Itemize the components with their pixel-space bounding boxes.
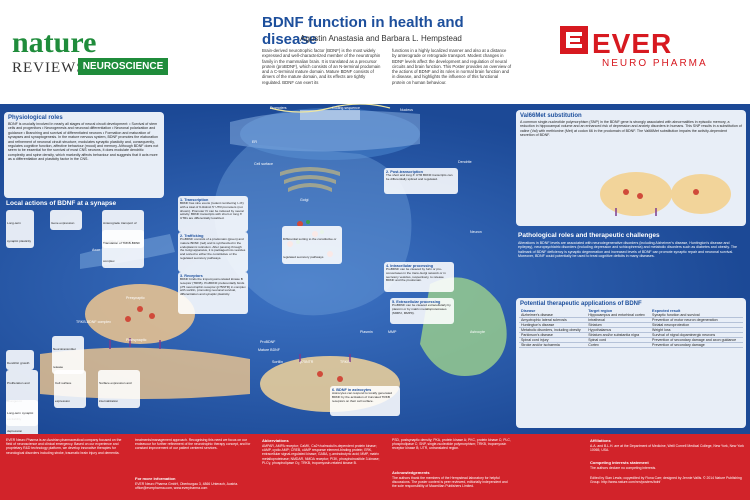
footer-affil-title: Affiliations	[590, 438, 611, 443]
label-neuron: Neuron	[470, 230, 482, 234]
footer-more-info: EVER Neuro Pharma GmbH, Oberburgau 3, 48…	[135, 482, 239, 491]
footer-edited: Edited by Sian Lewis; copyedited by Fion…	[590, 476, 742, 485]
ever-logo-icon	[560, 26, 588, 54]
label-probdnf: ProBDNF	[260, 340, 276, 344]
footer-more-info-title: For more information	[135, 476, 176, 481]
label-sortilin: Sortilin	[272, 360, 283, 364]
footer-competing-title: Competing interests statement	[590, 460, 649, 465]
label-plasmin: Plasmin	[360, 330, 373, 334]
ever-logo-subtitle: NEURO PHARMA	[602, 58, 708, 69]
ever-logo-text: EVER	[592, 28, 673, 59]
therapeutic-box: Potential therapeutic applications of BD…	[516, 298, 746, 428]
label-mmp: MMP	[388, 330, 397, 334]
label-coding-sequence: Coding sequence	[332, 106, 360, 110]
label-dendritic-growth: Dendritic growth	[6, 350, 34, 370]
footer-abbrev: AMPAR, AMPA receptor; CaMK, Ca2+/calmodu…	[262, 444, 380, 465]
poster-authors: Agustin Anastasia and Barbara L. Hempste…	[300, 34, 462, 43]
label-dendrite: Dendrite	[458, 160, 472, 164]
physiological-roles-title: Physiological roles	[8, 115, 63, 121]
label-axon: Axon	[92, 248, 101, 252]
table-header-cell: Disease	[521, 309, 536, 313]
local-actions-labels: Long-term synaptic plasticity Gene expre…	[6, 210, 156, 438]
neuroscience-badge: NEUROSCIENCE	[78, 58, 168, 75]
table-header-cell: Target region	[588, 309, 613, 313]
label-differential-sorting: Differential sorting to the constitutive…	[282, 226, 342, 264]
label-surface-internalization: Surface expression and internalization	[98, 370, 140, 408]
val66met-box: Val66Met substitution A common single-nu…	[516, 110, 746, 226]
table-header-cell: Expected result	[652, 309, 681, 313]
intro-text-right: functions in a highly localized manner a…	[392, 48, 512, 85]
pathological-text: Alterations in BDNF levels are associate…	[518, 241, 738, 259]
label-gene-expression: Gene expression	[50, 210, 82, 230]
local-actions-title: Local actions of BDNF at a synapse	[6, 200, 117, 207]
footer-affil: A.A. and B.L.H. are at the Department of…	[590, 444, 744, 453]
footer-abbrev-2: PSD, postsynaptic density; PKA, protein …	[392, 438, 511, 451]
table-header-row: Disease Target region Expected result	[519, 309, 743, 313]
label-mature-bdnf: Mature BDNF	[258, 348, 280, 352]
label-presynaptic: Presynaptic	[126, 296, 145, 300]
label-cell-surface: Cell surface	[254, 162, 273, 166]
label-trkb: TRKB	[340, 360, 350, 364]
footer-ever-text-2: treatments/management approach. Recognis…	[135, 438, 251, 451]
pathological-title: Pathological roles and therapeutic chall…	[518, 232, 660, 239]
label-neurotransmitter-release: Neurotransmitter release	[52, 336, 84, 374]
footer-abbrev-title: Abbreviations	[262, 438, 289, 443]
val66met-text: A common single-nucleotide polymorphism …	[520, 120, 742, 138]
footer-ack: The authors thank the members of the Hem…	[392, 476, 508, 489]
label-trkb-bdnf-complex: TRKB-BDNF complex	[76, 320, 111, 324]
therapeutic-table: Disease Target region Expected result Al…	[519, 309, 743, 348]
label-nucleus: Nucleus	[400, 108, 413, 112]
physiological-roles-box: Physiological roles BDNF is crucially in…	[4, 112, 164, 198]
label-astrocyte: Astrocyte	[470, 330, 485, 334]
label-promoters: Promoters	[270, 106, 287, 110]
label-er: ER	[252, 140, 257, 144]
therapeutic-title: Potential therapeutic applications of BD…	[520, 301, 642, 307]
footer-bar	[0, 434, 750, 500]
label-postsynaptic: Postsynaptic	[126, 338, 147, 342]
physiological-roles-text: BDNF is crucially involved in nearly all…	[8, 122, 159, 162]
footer-ack-title: Acknowledgements	[392, 470, 430, 475]
label-cell-surface-expression: Cell surface expression	[54, 370, 86, 408]
reviews-logo-word: REVIEWS	[12, 60, 86, 76]
val66met-title: Val66Met substitution	[520, 113, 582, 119]
poster-title: BDNF function in health and disease	[262, 14, 464, 48]
label-long-term-depression: Long-term synaptic depression	[6, 400, 38, 438]
label-long-term-plasticity: Long-term synaptic plasticity	[6, 210, 34, 248]
nature-logo-word: nature	[12, 26, 97, 59]
footer-competing: The authors declare no competing interes…	[590, 466, 657, 470]
label-golgi: Golgi	[300, 198, 309, 202]
val66met-illustration	[600, 172, 731, 216]
footer-ever-text: EVER Neuro Pharma is an Austrian pharmac…	[6, 438, 122, 455]
label-translation: Translation of TRKB-BDNF complex	[102, 230, 144, 268]
label-p75ntr: p75NTR	[300, 360, 314, 364]
intro-text-left: Brain-derived neurotrophic factor (BDNF)…	[262, 48, 381, 85]
